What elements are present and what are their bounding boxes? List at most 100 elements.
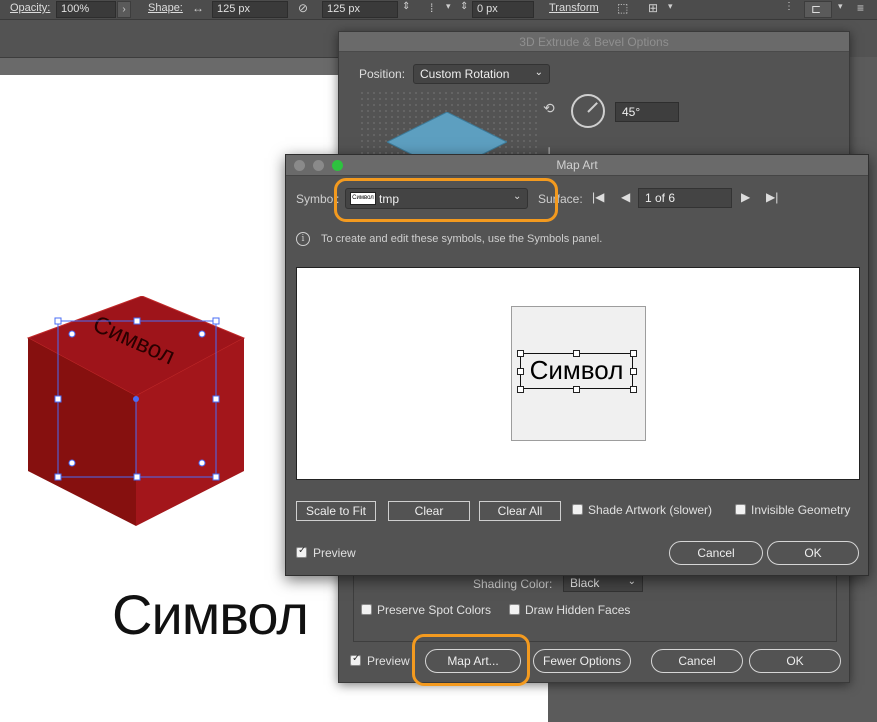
- corner-radius-field[interactable]: 0 px: [472, 1, 534, 18]
- width-icon: ↔: [192, 1, 204, 15]
- surface-map[interactable]: Символ: [511, 306, 646, 441]
- shape-label[interactable]: Shape:: [148, 2, 183, 14]
- distribute-icon[interactable]: ⊞: [648, 1, 659, 15]
- more-icon[interactable]: ⋮: [784, 1, 794, 12]
- position-select[interactable]: Custom Rotation ⌄: [413, 64, 550, 84]
- rotation-dial[interactable]: [571, 94, 605, 128]
- symbol-thumbnail: Символ: [350, 192, 376, 205]
- dialog-title[interactable]: Map Art: [286, 155, 868, 176]
- shading-color-select[interactable]: Black ⌄: [563, 574, 643, 592]
- opacity-arrow-icon[interactable]: ›: [117, 1, 131, 18]
- preserve-spot-colors-label[interactable]: Preserve Spot Colors: [377, 603, 492, 617]
- clear-button[interactable]: Clear: [388, 501, 470, 521]
- last-surface-icon[interactable]: ▶|: [766, 190, 779, 204]
- symbol-handle[interactable]: [573, 350, 580, 357]
- extruded-cube[interactable]: Символ: [22, 296, 252, 528]
- shading-color-label: Shading Color:: [473, 577, 553, 591]
- map-art-dialog: Map Art Symbol: Символ tmp ⌄ Surface: |◀…: [285, 154, 869, 576]
- transform-link[interactable]: Transform: [549, 2, 599, 14]
- opacity-label[interactable]: Opacity:: [10, 2, 51, 14]
- close-window-icon[interactable]: [294, 160, 305, 171]
- selection-handle[interactable]: [54, 317, 62, 325]
- map-art-preview-label[interactable]: Preview: [313, 546, 356, 560]
- invisible-geometry-checkbox[interactable]: [735, 504, 746, 515]
- symbol-handle[interactable]: [630, 350, 637, 357]
- surface-label: Surface:: [538, 192, 583, 206]
- selection-handle[interactable]: [212, 473, 220, 481]
- position-label: Position:: [359, 67, 406, 81]
- chevron-down-icon: ⌄: [513, 191, 522, 202]
- extrude-cancel-button[interactable]: Cancel: [651, 649, 743, 673]
- dialog-title[interactable]: 3D Extrude & Bevel Options: [339, 32, 849, 52]
- document-tab-strip: [0, 57, 340, 75]
- map-art-preview[interactable]: Символ: [296, 267, 860, 480]
- opacity-field[interactable]: 100%: [56, 1, 116, 18]
- chevron-down-icon: ⌄: [627, 576, 636, 587]
- zoom-window-icon[interactable]: [332, 160, 343, 171]
- canvas-text[interactable]: Символ: [112, 583, 309, 646]
- previous-surface-icon[interactable]: ◀: [621, 190, 631, 204]
- map-art-preview-checkbox[interactable]: [296, 545, 307, 558]
- x-axis-rotation-icon: ⟲: [543, 100, 555, 116]
- map-art-button[interactable]: Map Art...: [425, 649, 521, 673]
- selection-handle[interactable]: [54, 395, 62, 403]
- symbol-handle[interactable]: [517, 368, 524, 375]
- align-icon[interactable]: ⬚: [617, 1, 629, 15]
- center-point: [133, 396, 139, 402]
- control-bar: Opacity: 100% › Shape: ↔ 125 px ⊘ 125 px…: [0, 0, 877, 20]
- shading-color-value: Black: [570, 576, 600, 590]
- extrude-preview-label[interactable]: Preview: [367, 654, 410, 668]
- shade-artwork-label[interactable]: Shade Artwork (slower): [588, 503, 713, 517]
- symbol-handle[interactable]: [573, 386, 580, 393]
- distribute-chevron-icon[interactable]: ▾: [668, 1, 673, 11]
- fewer-options-button[interactable]: Fewer Options: [533, 649, 631, 673]
- map-art-cancel-button[interactable]: Cancel: [669, 541, 763, 565]
- selection-handle[interactable]: [54, 473, 62, 481]
- symbol-handle[interactable]: [630, 386, 637, 393]
- panel-toggle-icon[interactable]: ⊏: [804, 1, 832, 18]
- selection-handle[interactable]: [133, 473, 141, 481]
- scale-to-fit-button[interactable]: Scale to Fit: [296, 501, 376, 521]
- info-icon: i: [296, 232, 310, 246]
- surface-field[interactable]: 1 of 6: [638, 188, 732, 208]
- symbol-handle[interactable]: [517, 386, 524, 393]
- info-text: To create and edit these symbols, use th…: [321, 233, 603, 245]
- corner-stepper-icon[interactable]: ⇕: [460, 1, 469, 12]
- symbol-select[interactable]: Символ tmp ⌄: [345, 188, 528, 209]
- symbol-handle[interactable]: [517, 350, 524, 357]
- symbol-label: Symbol:: [296, 192, 340, 206]
- shade-artwork-checkbox[interactable]: [572, 504, 583, 515]
- mapped-symbol[interactable]: Символ: [520, 353, 633, 389]
- first-surface-icon[interactable]: |◀: [592, 190, 605, 204]
- selection-handle[interactable]: [212, 317, 220, 325]
- position-value: Custom Rotation: [420, 67, 510, 81]
- panel-chevron-icon[interactable]: ▾: [838, 1, 843, 11]
- corner-type-icon[interactable]: ⁞: [430, 1, 434, 15]
- invisible-geometry-label[interactable]: Invisible Geometry: [751, 503, 851, 517]
- clear-all-button[interactable]: Clear All: [479, 501, 561, 521]
- selection-handle[interactable]: [133, 317, 141, 325]
- draw-hidden-faces-label[interactable]: Draw Hidden Faces: [525, 603, 631, 617]
- width-field[interactable]: 125 px: [212, 1, 288, 18]
- menu-icon[interactable]: ≡: [857, 1, 865, 15]
- x-rotation-field[interactable]: 45°: [615, 102, 679, 122]
- extrude-ok-button[interactable]: OK: [749, 649, 841, 673]
- chevron-down-icon: ⌄: [534, 67, 543, 78]
- minimize-window-icon[interactable]: [313, 160, 324, 171]
- link-dimensions-icon[interactable]: ⊘: [298, 1, 309, 15]
- extrude-preview-checkbox[interactable]: [350, 653, 361, 666]
- height-field[interactable]: 125 px: [322, 1, 398, 18]
- draw-hidden-faces-checkbox[interactable]: [509, 604, 520, 615]
- symbol-value: tmp: [379, 192, 400, 206]
- symbol-handle[interactable]: [630, 368, 637, 375]
- corner-chevron-icon[interactable]: ▾: [446, 1, 451, 11]
- map-art-ok-button[interactable]: OK: [767, 541, 859, 565]
- corner-widget[interactable]: [68, 330, 76, 338]
- next-surface-icon[interactable]: ▶: [741, 190, 751, 204]
- corner-widget[interactable]: [68, 459, 76, 467]
- corner-widget[interactable]: [198, 459, 206, 467]
- height-stepper-icon[interactable]: ⇕: [402, 1, 411, 12]
- preserve-spot-colors-checkbox[interactable]: [361, 604, 372, 615]
- corner-widget[interactable]: [198, 330, 206, 338]
- selection-handle[interactable]: [212, 395, 220, 403]
